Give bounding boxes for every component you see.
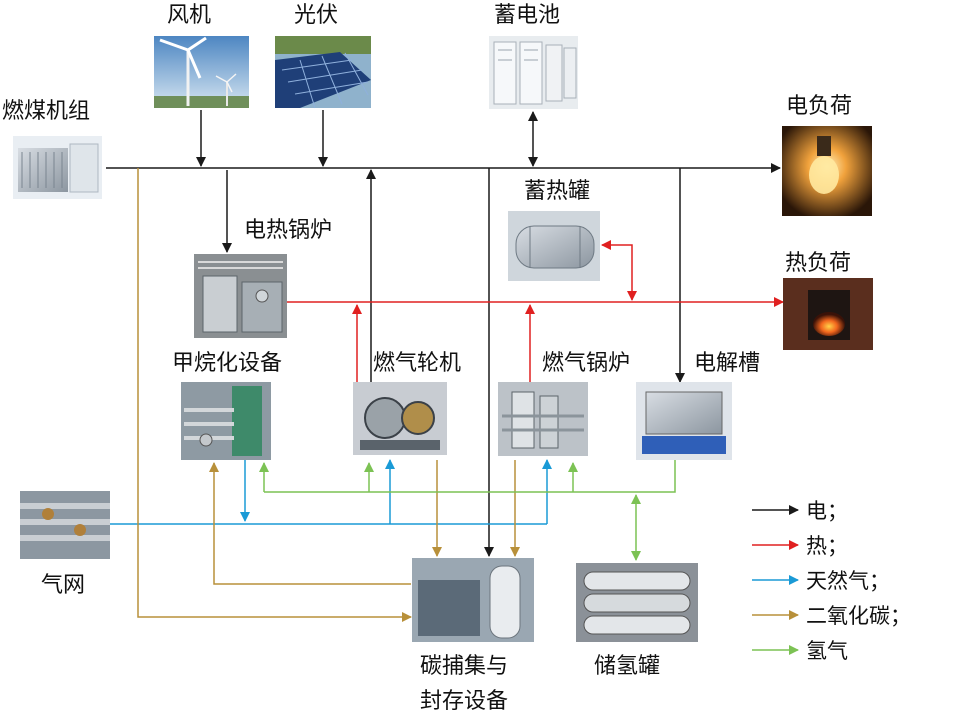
electrolyzer-image [636, 382, 732, 460]
ccs-equipment-image [412, 558, 534, 642]
coal-unit-image [13, 136, 102, 199]
legend-item-gas: 天然气； [752, 569, 890, 593]
methanation-image [181, 382, 271, 460]
legend-item-electric: 电； [752, 499, 848, 523]
legend-label-h2: 氢气 [806, 639, 848, 663]
gas-boiler-image [498, 382, 588, 456]
label-wind: 风机 [167, 3, 211, 28]
label-electric-boiler: 电热锅炉 [244, 218, 332, 243]
heat-lines [287, 240, 784, 382]
label-electrolyzer: 电解槽 [694, 351, 760, 376]
label-methanation: 甲烷化设备 [172, 351, 282, 376]
legend-item-co2: 二氧化碳； [752, 604, 911, 628]
h2-lines [259, 460, 676, 561]
label-pv: 光伏 [294, 3, 338, 28]
label-h2-tank: 储氢罐 [594, 654, 660, 679]
legend-item-h2: 氢气 [752, 639, 848, 663]
label-coal: 燃煤机组 [2, 99, 90, 124]
heat-storage-link [601, 240, 637, 301]
battery-image [489, 36, 578, 109]
legend: 电； 热； 天然气； 二氧化碳； 氢气 [752, 499, 911, 663]
label-heat-storage: 蓄热罐 [524, 179, 590, 204]
label-gas-grid: 气网 [41, 573, 85, 598]
electric-boiler-image [194, 254, 287, 338]
legend-label-co2: 二氧化碳； [806, 604, 911, 628]
ccs-to-methanation [209, 462, 411, 585]
gas-turbine-image [353, 382, 447, 455]
label-battery: 蓄电池 [494, 3, 560, 28]
label-gas-turbine: 燃气轮机 [373, 351, 461, 376]
heat-storage-tank-image [508, 211, 600, 281]
fireplace-image [783, 278, 873, 350]
label-gas-boiler: 燃气锅炉 [542, 351, 630, 376]
gas-grid-image [20, 491, 110, 559]
h2-tank-image [576, 563, 698, 642]
legend-item-heat: 热； [752, 534, 848, 558]
legend-label-gas: 天然气； [806, 569, 890, 593]
labels: 风机 光伏 蓄电池 燃煤机组 电负荷 蓄热罐 电热锅炉 热负荷 甲烷化设备 燃气… [2, 3, 852, 714]
coal-to-ccs [137, 168, 412, 622]
label-ccs-line1: 碳捕集与 [420, 654, 508, 679]
legend-label-heat: 热； [806, 534, 848, 558]
pv-panel-image [275, 36, 371, 109]
label-electric-load: 电负荷 [786, 94, 852, 119]
wind-turbine-image [154, 36, 249, 108]
label-ccs-line2: 封存设备 [420, 689, 508, 714]
legend-label-electric: 电； [806, 499, 848, 523]
light-bulb-image [782, 126, 872, 216]
h2-bus [264, 460, 676, 493]
label-heat-load: 热负荷 [785, 251, 851, 276]
co2-lines [137, 168, 520, 622]
